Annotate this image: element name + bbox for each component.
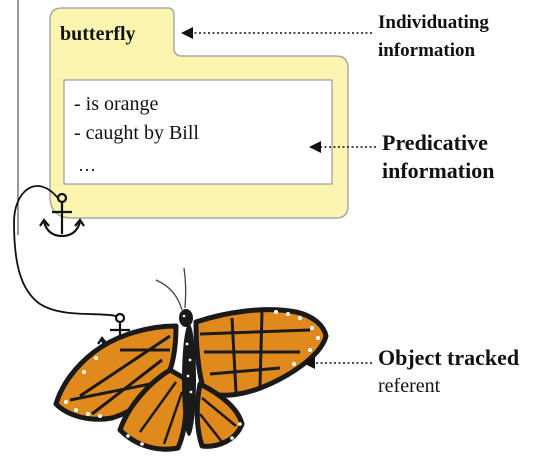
property-list-box	[63, 79, 333, 185]
predicative-label-line2: information	[382, 158, 494, 183]
referent-label: referent	[378, 375, 441, 397]
predicative-label: Predicative	[382, 130, 488, 155]
individuating-label: Individuating	[378, 12, 489, 33]
anchor-rope	[13, 185, 117, 317]
folder-tab-label: butterfly	[60, 23, 136, 45]
object-tracked-label: Object tracked	[378, 345, 519, 370]
object-file-folder: butterfly - is orange - caught by Bill …	[49, 7, 349, 219]
butterfly-illustration	[53, 267, 329, 452]
individuating-label-line2: information	[378, 40, 476, 61]
property-item-ellipsis: …	[78, 155, 96, 175]
property-item-caught: - caught by Bill	[74, 122, 199, 144]
property-item-orange: - is orange	[74, 93, 159, 115]
anchor-icon	[39, 192, 85, 238]
